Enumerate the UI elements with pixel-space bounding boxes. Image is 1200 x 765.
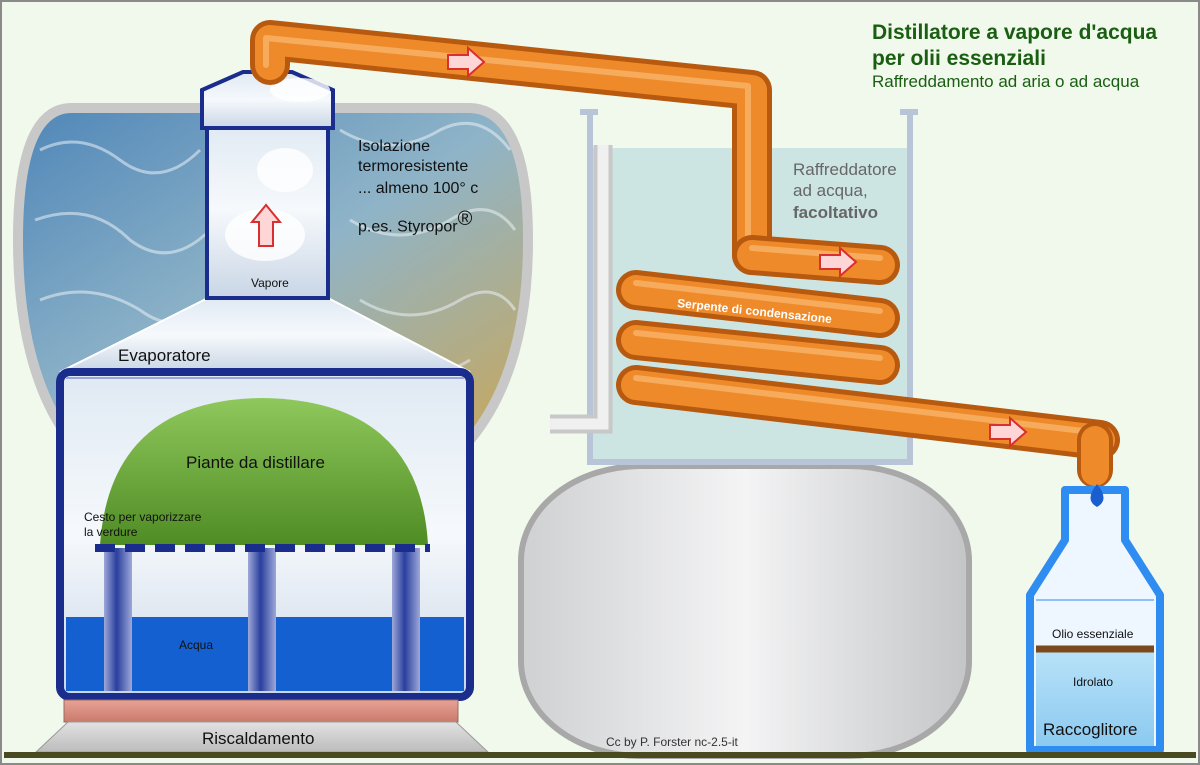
- insulation-material: p.es. Styropor: [358, 218, 458, 236]
- heater-plate: [63, 699, 459, 723]
- plants-dome: [100, 398, 428, 545]
- basket-leg-right: [392, 548, 420, 691]
- cooler-label-2: ad acqua,: [793, 181, 868, 200]
- diagram-title: Distillatore a vapore d'acqua per olii e…: [872, 20, 1157, 72]
- basket-label-2: la verdure: [84, 525, 138, 539]
- basket-leg-middle: [248, 548, 276, 691]
- basket-leg-left: [104, 548, 132, 691]
- hydrolate-label: Idrolato: [1073, 675, 1114, 689]
- cooling-tank: [518, 463, 972, 759]
- basket-label-1: Cesto per vaporizzare: [84, 510, 202, 524]
- water-label: Acqua: [179, 638, 214, 652]
- copper-pipe: [250, 20, 772, 275]
- credit-label: Cc by P. Forster nc-2.5-it: [606, 735, 738, 749]
- insulation-label-2: termoresistente: [358, 158, 469, 175]
- plants-label: Piante da distillare: [186, 453, 325, 472]
- overflow-tube: [550, 145, 613, 434]
- diagram-subtitle: Raffreddamento ad aria o ad acqua: [872, 72, 1140, 91]
- insulation-label-1: Isolazione: [358, 138, 431, 155]
- cooler-label-3: facoltativo: [793, 203, 879, 222]
- evaporator-label: Evaporatore: [118, 346, 211, 365]
- cooler-label-1: Raffreddatore: [793, 160, 897, 179]
- collector-label: Raccoglitore: [1043, 720, 1138, 739]
- title-line-2: per olii essenziali: [872, 47, 1046, 70]
- insulation-label-4: p.es. Styropor®: [358, 208, 472, 236]
- essential-oil-label: Olio essenziale: [1052, 627, 1134, 641]
- heating-label: Riscaldamento: [202, 729, 315, 748]
- condensing-coil: [616, 235, 1120, 488]
- steam-column: [200, 70, 335, 300]
- collector-bottle: [1026, 486, 1164, 754]
- registered-mark: ®: [457, 208, 473, 230]
- steam-label: Vapore: [251, 276, 289, 290]
- title-line-1: Distillatore a vapore d'acqua: [872, 21, 1158, 44]
- insulation-label-3: ... almeno 100° c: [358, 180, 479, 197]
- droplet-icon: [1090, 484, 1104, 507]
